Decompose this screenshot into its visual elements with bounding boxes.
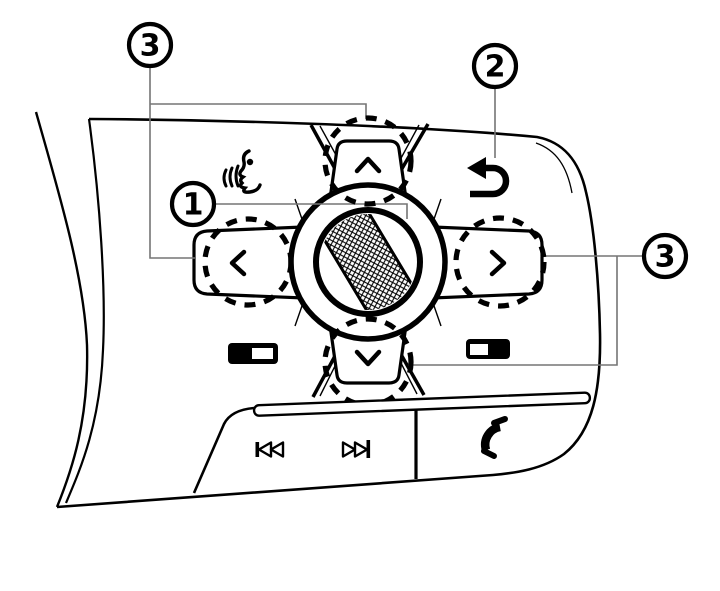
lower-button-panel: [192, 391, 592, 494]
dashed-circle-right: [453, 215, 547, 309]
chevron-right-icon: [489, 249, 507, 277]
right-arrow-button: [431, 225, 544, 300]
back-arrow-icon: [467, 157, 510, 198]
leader-line-callout3-top-branch: [150, 103, 367, 119]
panel-top-strip: [252, 391, 592, 417]
steering-wheel-rim: [34, 111, 105, 508]
chevron-icons: [229, 156, 507, 367]
callout-3-right: 3: [641, 232, 689, 280]
chevron-down-icon: [354, 349, 382, 367]
chevron-up-icon: [354, 156, 382, 174]
callout-1: 1: [169, 180, 217, 228]
left-side-switch-icon: [228, 343, 278, 364]
leader-line-callout1: [214, 203, 408, 219]
callout-1-label: 1: [183, 188, 204, 223]
phone-icon: [481, 416, 508, 459]
leader-line-callout3-right-branch: [408, 256, 618, 366]
callout-3-top: 3: [126, 21, 174, 69]
center-dial: [288, 182, 448, 342]
previous-track-icon: [255, 441, 285, 458]
next-track-icon: [341, 440, 371, 458]
right-side-switch-icon: [466, 339, 510, 359]
callout-2-label: 2: [485, 50, 506, 85]
leader-line-callout3-top: [149, 67, 195, 259]
spoke-panel-outline: [56, 117, 602, 509]
voice-command-icon: [222, 149, 262, 194]
dashed-circle-left: [202, 216, 294, 308]
dashed-circle-up: [322, 115, 414, 207]
callout-2: 2: [471, 42, 519, 90]
left-arrow-button: [192, 225, 305, 300]
chevron-left-icon: [229, 249, 247, 277]
callout-3-right-label: 3: [655, 240, 676, 275]
leader-lines: [149, 67, 643, 366]
callout-3-top-label: 3: [140, 29, 161, 64]
